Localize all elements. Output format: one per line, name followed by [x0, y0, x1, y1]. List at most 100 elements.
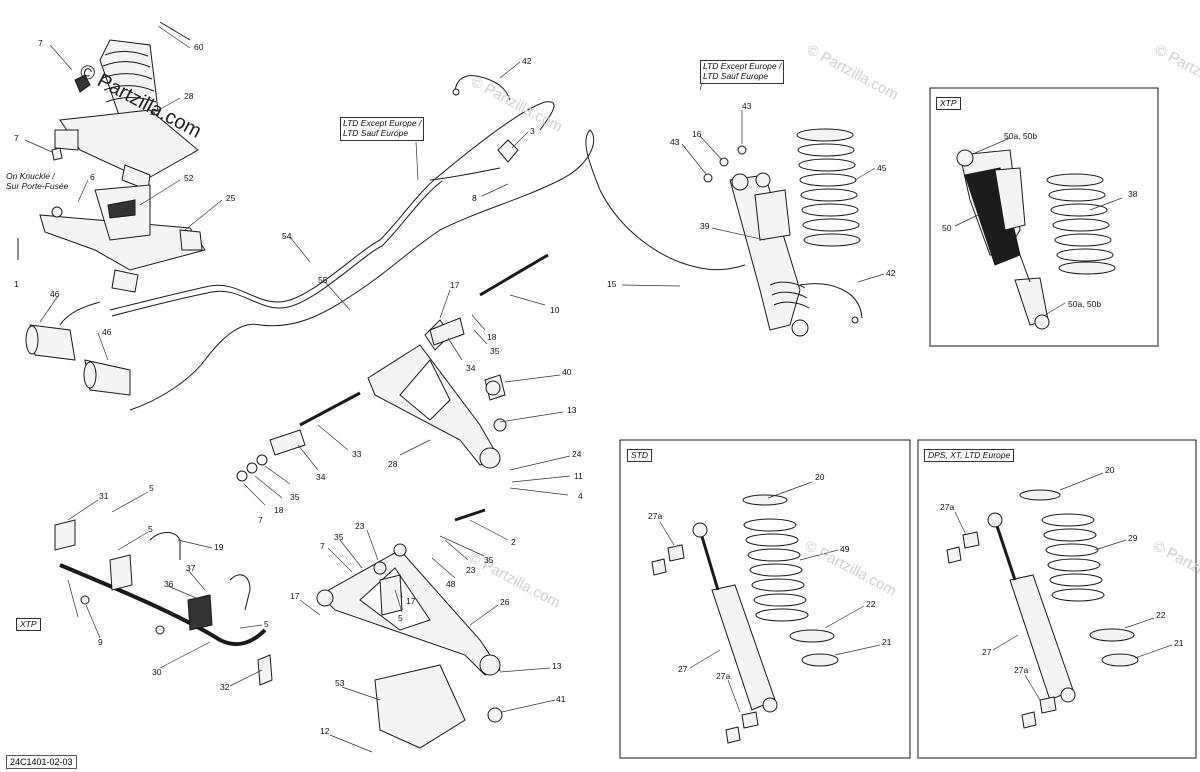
part-label: 27a: [1014, 665, 1029, 675]
part-label: 27: [678, 664, 688, 674]
brake-lines-illustration: [109, 101, 746, 411]
part-label: 5: [148, 524, 153, 534]
note-line: On Knuckle /: [6, 171, 55, 181]
part-label: 13: [552, 661, 562, 671]
part-label: 15: [607, 279, 617, 289]
part-label: 33: [352, 449, 362, 459]
panel-tag-std: STD: [627, 449, 652, 462]
part-label: 43: [670, 137, 680, 147]
part-label: 39: [700, 221, 710, 231]
rear-shock-assembly-illustration: [51, 21, 199, 191]
part-label: 25: [226, 193, 236, 203]
part-label: 10: [550, 305, 560, 315]
part-label: 1: [14, 279, 19, 289]
part-label: 50a, 50b: [1068, 299, 1102, 309]
part-label: 29: [1128, 533, 1138, 543]
part-label: 31: [99, 491, 109, 501]
note-ltd-except-right: LTD Except Europe / LTD Sauf Europe: [700, 60, 785, 84]
ball-joint-40: [485, 380, 501, 396]
part-label: 22: [1156, 610, 1166, 620]
part-label: 6: [90, 172, 95, 182]
panel-tag-xtp: XTP: [936, 97, 961, 110]
part-label: 26: [500, 597, 510, 607]
part-label: 13: [567, 405, 577, 415]
part-label: 28: [388, 459, 398, 469]
sway-bar-illustration: [54, 519, 273, 686]
bushing-34: [269, 429, 306, 456]
panel-std-shock: [619, 439, 911, 759]
bracket-3: [497, 139, 519, 163]
part-label: 27a: [648, 511, 663, 521]
part-label: 18: [487, 332, 497, 342]
part-label: 9: [98, 637, 103, 647]
part-label: 17: [450, 280, 460, 290]
xtp-shock-illustration: [956, 149, 1050, 330]
part-label: 7: [14, 133, 19, 143]
spring-38-illustration: [1046, 173, 1116, 275]
part-label: 30: [152, 667, 162, 677]
part-label: 40: [562, 367, 572, 377]
note-ltd-except-left: LTD Except Europe / LTD Sauf Europe: [340, 117, 425, 141]
part-label: 7: [320, 541, 325, 551]
part-label: 3: [530, 126, 535, 136]
part-label: 43: [742, 101, 752, 111]
part-label: 50: [942, 223, 952, 233]
part-label: 42: [886, 268, 896, 278]
part-label: 35: [490, 346, 500, 356]
part-label: 27a: [716, 671, 731, 681]
part-label: 35: [290, 492, 300, 502]
panel-dps-shock: [917, 439, 1197, 759]
note-line: LTD Except Europe /: [703, 61, 782, 71]
bushing-34-top: [429, 317, 465, 346]
part-label: 45: [877, 163, 887, 173]
part-label: 35: [484, 555, 494, 565]
part-label: 55: [318, 275, 328, 285]
part-label: 23: [355, 521, 365, 531]
part-label: 35: [334, 532, 344, 542]
part-label: 2: [511, 537, 516, 547]
brake-hose-top: [452, 75, 511, 101]
part-label: 5: [264, 619, 269, 629]
note-on-knuckle: On Knuckle / Sur Porte-Fusée: [6, 171, 69, 192]
part-label: 32: [220, 682, 230, 692]
part-label: 34: [466, 363, 476, 373]
part-label: 24: [572, 449, 582, 459]
part-label: 60: [194, 42, 204, 52]
spring-45-illustration: [796, 128, 861, 247]
leader-lines: [24, 25, 1173, 753]
part-label: 22: [866, 599, 876, 609]
part-label: 5: [149, 483, 154, 493]
part-label: 42: [522, 56, 532, 66]
part-label: 41: [556, 694, 566, 704]
part-label: 48: [446, 579, 456, 589]
spring-29-illustration: [1019, 489, 1139, 667]
part-label: 12: [320, 726, 330, 736]
part-label: 54: [282, 231, 292, 241]
part-label: 37: [186, 563, 196, 573]
resonator-illustration: [25, 301, 131, 396]
skid-plate-53: [374, 664, 466, 749]
front-shock-illustration: [703, 145, 863, 337]
front-lower-arm-illustration: [17, 184, 206, 293]
panel-tag-dps: DPS, XT, LTD Europe: [924, 449, 1015, 462]
note-line: LTD Sauf Europe: [343, 127, 409, 138]
part-label: 20: [815, 472, 825, 482]
spring-49-illustration: [742, 494, 839, 667]
part-label: 52: [184, 173, 194, 183]
part-label: 19: [214, 542, 224, 552]
diagram-code: 24C1401-02-03: [6, 755, 77, 769]
lower-a-arm-illustration: [316, 508, 501, 676]
part-label: 11: [574, 471, 583, 481]
part-label: 17: [290, 591, 300, 601]
part-label: 8: [472, 193, 477, 203]
part-label: 20: [1105, 465, 1115, 475]
part-label: 53: [335, 678, 345, 688]
part-label: 16: [692, 129, 702, 139]
part-label: 5: [398, 613, 403, 623]
panel-tag-xtp-swaybar: XTP: [16, 618, 41, 631]
std-shock-illustration: [651, 522, 778, 744]
part-label: 36: [164, 579, 174, 589]
note-line: LTD Except Europe /: [343, 118, 422, 128]
note-line: Sur Porte-Fusée: [6, 180, 69, 191]
